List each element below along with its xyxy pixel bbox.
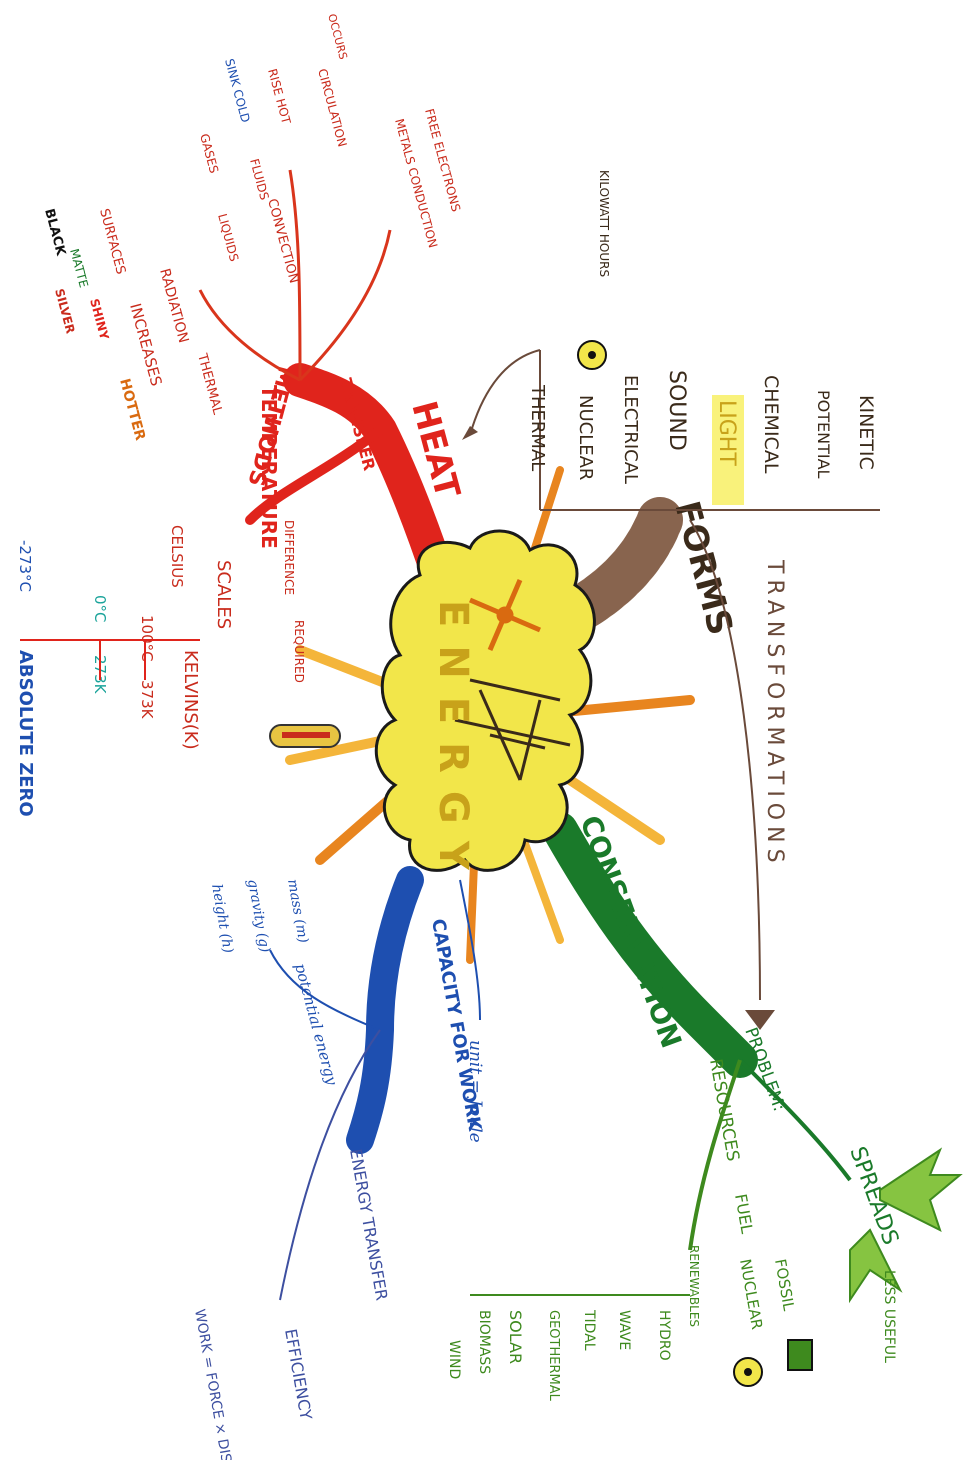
heat-required-label: REQUIRED [292,620,306,683]
heat-373k-label: 373K [138,680,156,720]
capacity-mass-label: mass (m) [284,878,311,944]
capacity-work-formula-label: WORK = FORCE × DISTANCE [191,1308,242,1460]
forms-item-chemical: CHEMICAL [760,375,782,474]
capacity-energy-transfer-label: ENERGY TRANSFER [346,1147,391,1301]
heat-hotter-label: HOTTER [116,377,148,443]
heat-rise-hot-label: RISE HOT [265,67,293,126]
forms-item-thermal: THERMAL [527,384,548,471]
capacity-potential-energy-label: potential energy [291,961,341,1087]
heat-minus273c-label: -273°C [16,540,34,592]
renewable-hydro: HYDRO [656,1310,672,1361]
heat-increases-label: INCREASES [126,301,165,388]
heat-scales-label: SCALES [213,560,234,629]
heat-surfaces-label: SURFACES [96,207,128,276]
heat-difference-label: DIFFERENCE [282,520,296,595]
forms-item-potential: POTENTIAL [814,390,833,479]
renewable-tidal: TIDAL [581,1309,597,1351]
heat-celsius-label: CELSIUS [168,525,186,588]
renewable-wind: WIND [446,1340,462,1379]
heat-absolute-zero-label: ABSOLUTE ZERO [15,650,36,817]
forms-label: FORMS [666,497,740,639]
heat-100c-label: 100°C [138,615,156,662]
capacity-height-label: height (h) [208,883,236,954]
nuclear-icon [734,1358,762,1386]
thermometer-icon [270,725,340,747]
forms-item-kinetic: KINETIC [855,395,877,470]
forms-kilowatt-hours: KILOWATT HOURS [597,170,611,277]
heat-matte-label: MATTE [67,247,91,289]
forms-item-light: LIGHT [714,400,739,466]
forms-item-electrical: ELECTRICAL [620,375,641,484]
heat-free-electrons-label: FREE ELECTRONS [422,107,463,213]
capacity-branch [360,880,410,1140]
heat-0c-label: 0°C [91,595,109,623]
heat-temperature-label: TEMPERATURE [257,385,281,549]
renewable-solar: SOLAR [506,1310,525,1364]
conservation-fuel-label: FUEL [731,1192,757,1235]
heat-gases-label: GASES [197,132,221,175]
conservation-nuclear-label: NUCLEAR [736,1258,766,1331]
heat-fluids-label: FLUIDS [247,157,271,201]
heat-kelvins-label: KELVINS(K) [180,650,201,750]
conservation-less-useful-label: LESS USEFUL [881,1270,897,1363]
heat-circulation-label: CIRCULATION [315,67,349,148]
capacity-unit-label: unit = Joule [465,1040,485,1143]
renewable-wave: WAVE [616,1310,632,1350]
transformations-label: TRANSFORMATIONS [762,559,787,869]
forms-item-sound: SOUND [664,370,689,451]
radiation-icon [578,341,606,369]
conservation-label: CONSERVATION [573,811,688,1052]
center-cloud [376,531,594,870]
heat-liquids-label: LIQUIDS [215,212,241,263]
heat-thermal-label: THERMAL [194,351,225,417]
forms-item-nuclear: NUCLEAR [575,395,596,480]
capacity-efficiency-label: EFFICIENCY [281,1327,316,1421]
heat-black-label: BLACK [41,207,68,258]
heat-shiny-label: SHINY [87,297,111,341]
renewable-biomass: BIOMASS [476,1310,492,1374]
heat-silver-label: SILVER [52,287,77,335]
capacity-gravity-label: gravity (g) [244,878,273,954]
heat-radiation-label: RADIATION [156,267,191,345]
conservation-fossil-label: FOSSIL [771,1258,798,1313]
renewable-geothermal: GEOTHERMAL [546,1310,561,1402]
heat-sink-cold-label: SINK COLD [222,57,252,124]
heat-occurs-label: OCCURS [325,12,350,60]
oil-barrel-icon [788,1340,812,1370]
center-title: ENERGY [430,600,476,888]
conservation-renewables-label: RENEWABLES [687,1245,701,1327]
